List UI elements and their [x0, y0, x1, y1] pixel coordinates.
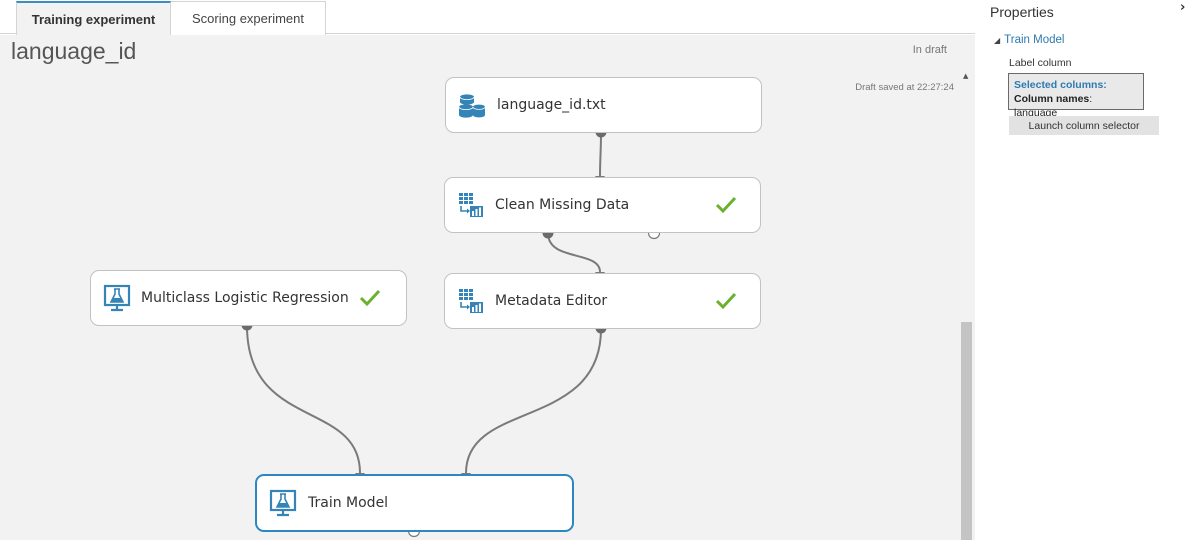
scroll-up-arrow-icon[interactable]: ▲	[963, 72, 969, 80]
data-transform-icon	[457, 191, 485, 219]
tab-scoring-experiment[interactable]: Scoring experiment	[171, 1, 326, 35]
properties-panel: Properties › ◢Train Model Label column S…	[975, 0, 1190, 540]
module-label: Train Model	[308, 495, 389, 511]
module-language-id-dataset[interactable]: language_id.txt	[445, 77, 762, 133]
selected-columns-title: Selected columns:	[1014, 79, 1107, 91]
dataset-icon	[458, 91, 486, 119]
completed-check-icon	[359, 289, 381, 307]
draft-status: In draft	[912, 44, 947, 56]
tab-bar: Training experiment Scoring experiment	[0, 0, 975, 35]
section-label: Train Model	[1004, 34, 1065, 46]
expand-triangle-icon: ◢	[994, 36, 1001, 45]
module-label: language_id.txt	[497, 97, 606, 113]
data-transform-icon	[457, 287, 485, 315]
module-label: Clean Missing Data	[495, 197, 630, 213]
selected-columns-box[interactable]: Selected columns: Column names: language	[1008, 73, 1144, 119]
module-train-model[interactable]: Train Model	[255, 474, 574, 532]
module-label: Multiclass Logistic Regression	[141, 290, 349, 306]
model-icon	[103, 284, 131, 312]
completed-check-icon	[715, 292, 737, 310]
draft-saved-time: Draft saved at 22:27:24	[855, 82, 954, 93]
experiment-title[interactable]: language_id	[11, 38, 137, 64]
canvas-scrollbar[interactable]	[961, 322, 972, 540]
properties-title: Properties	[990, 4, 1054, 20]
label-column-label: Label column	[1009, 57, 1072, 69]
module-label: Metadata Editor	[495, 293, 608, 309]
module-multiclass-logistic-regression[interactable]: Multiclass Logistic Regression	[90, 270, 407, 326]
column-names-key: Column names	[1014, 93, 1090, 105]
model-icon	[269, 489, 297, 517]
properties-section-train-model[interactable]: ◢Train Model	[994, 34, 1064, 46]
completed-check-icon	[715, 196, 737, 214]
launch-column-selector-button[interactable]: Launch column selector	[1009, 116, 1159, 135]
collapse-panel-chevron-right-icon[interactable]: ›	[1180, 0, 1186, 15]
module-clean-missing-data[interactable]: Clean Missing Data	[444, 177, 761, 233]
tab-training-experiment[interactable]: Training experiment	[16, 1, 171, 35]
module-metadata-editor[interactable]: Metadata Editor	[444, 273, 761, 329]
